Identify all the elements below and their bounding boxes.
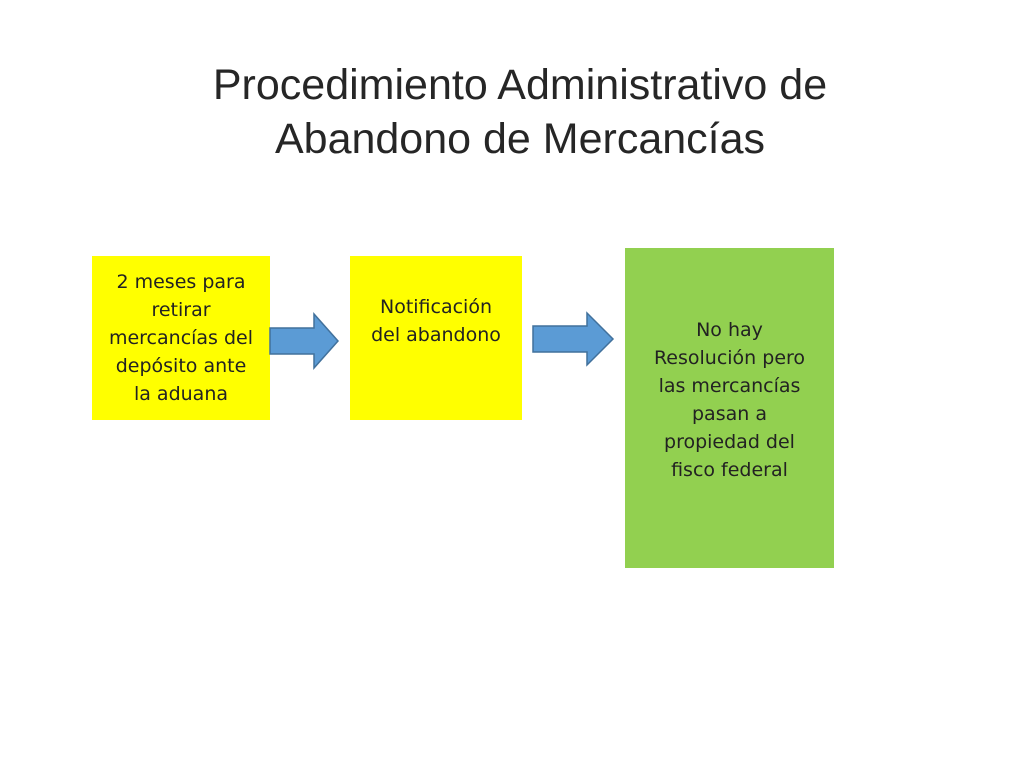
- step-text-line: No hay: [696, 319, 763, 341]
- step-box-result: No hay Resolución pero las mercancías pa…: [625, 248, 834, 568]
- step-text-line: la aduana: [133, 383, 229, 405]
- step-box-deadline: 2 meses para retirar mercancías del depó…: [92, 256, 270, 420]
- arrow-shape: [269, 312, 340, 370]
- arrow-right-icon: [532, 311, 615, 367]
- step-box-notification-text: Notificación del abandono: [371, 293, 501, 349]
- step-text-line: del abandono: [371, 324, 501, 346]
- slide-title: Procedimiento Administrativo de Abandono…: [80, 58, 960, 166]
- step-text-line: Resolución pero: [653, 347, 806, 369]
- step-text-line: depósito ante: [115, 355, 247, 377]
- slide-title-line-2: Abandono de Mercancías: [274, 115, 766, 163]
- step-text-line: fisco federal: [671, 459, 788, 481]
- step-text-line: retirar: [151, 299, 211, 321]
- slide-title-line-1: Procedimiento Administrativo de: [212, 61, 828, 109]
- step-box-deadline-text: 2 meses para retirar mercancías del depó…: [109, 268, 253, 408]
- arrow-right-icon: [269, 312, 340, 370]
- step-text-line: 2 meses para: [116, 271, 246, 293]
- step-text-line: Notificación: [379, 296, 492, 318]
- step-text-line: las mercancías: [658, 375, 801, 397]
- step-text-line: propiedad del: [664, 431, 795, 453]
- step-text-line: mercancías del: [108, 327, 254, 349]
- step-box-result-text: No hay Resolución pero las mercancías pa…: [654, 316, 805, 484]
- step-text-line: pasan a: [692, 403, 767, 425]
- step-box-notification: Notificación del abandono: [350, 256, 522, 420]
- arrow-shape: [532, 311, 615, 367]
